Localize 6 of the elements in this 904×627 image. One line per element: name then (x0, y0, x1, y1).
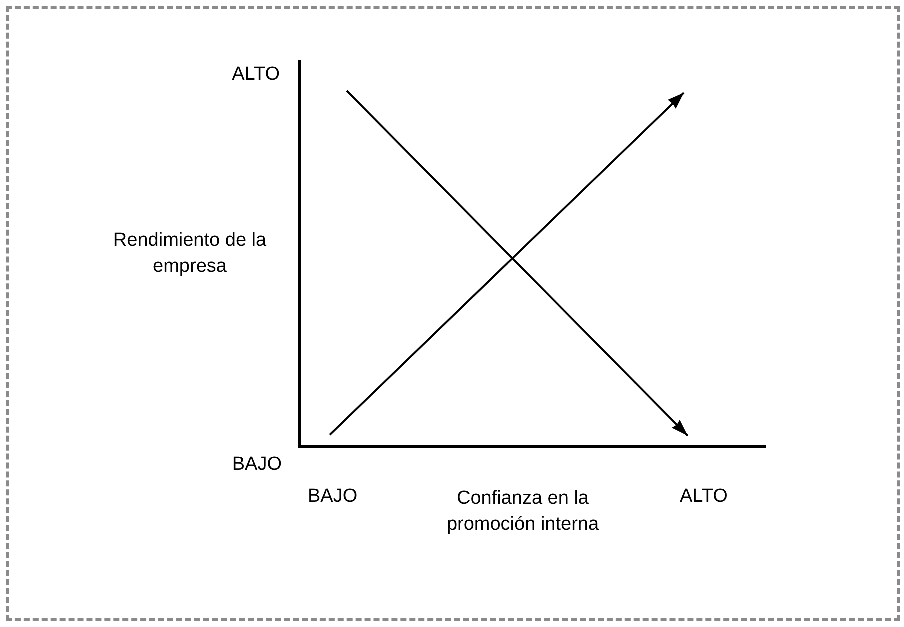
axis-tick-label: ALTO (231, 63, 280, 87)
axis-tick-label: BAJO (308, 485, 359, 509)
axis-title: Confianza en la promoción interna (446, 487, 600, 537)
axis-tick-label: ALTO (680, 485, 729, 509)
axis-tick-label: BAJO (231, 453, 282, 477)
axis-title: Rendimiento de la empresa (112, 229, 268, 279)
